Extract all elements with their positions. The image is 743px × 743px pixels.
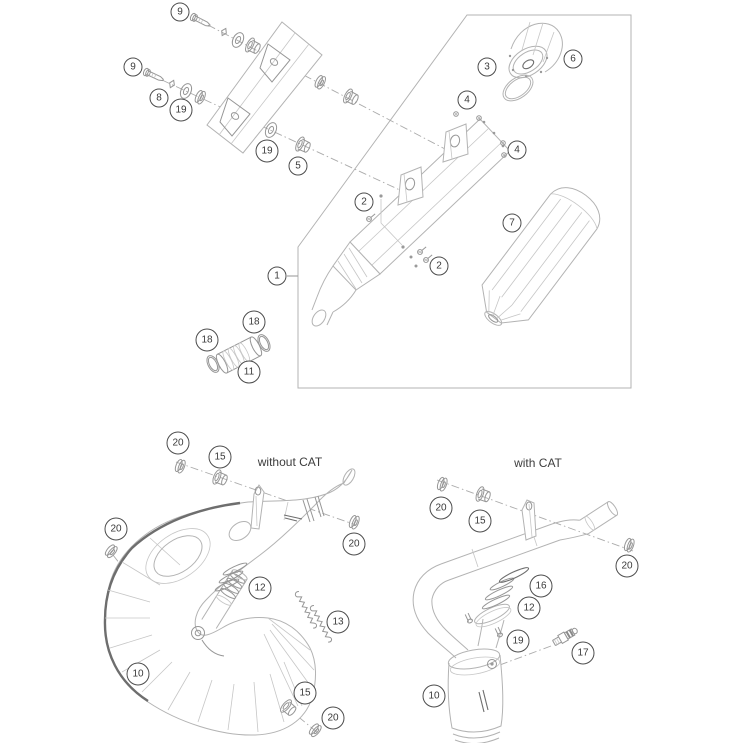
silencer-assembly-box (287, 14, 632, 389)
brand-logo-mark (283, 514, 303, 522)
washer-icon (103, 542, 120, 560)
bolt-icon (188, 12, 213, 30)
seal-rings-drawing (214, 562, 248, 592)
callout-8[interactable]: 8 (149, 88, 169, 108)
oxygen-sensor-drawing (552, 627, 578, 647)
label-with-cat: with CAT (514, 456, 562, 470)
o-ring-icon (203, 353, 223, 375)
callout-18[interactable]: 18 (195, 328, 219, 352)
washer-icon (173, 457, 188, 475)
label-without-cat: without CAT (257, 455, 323, 469)
gasket-ring-drawing (502, 74, 534, 102)
callout-10[interactable]: 10 (126, 662, 150, 686)
bolt-icon (141, 67, 166, 85)
chamber-bracket (250, 484, 265, 530)
callout-1[interactable]: 1 (267, 266, 287, 286)
connector-sleeve-drawing (203, 332, 274, 375)
callout-20[interactable]: 20 (166, 431, 190, 455)
callout-15[interactable]: 15 (468, 509, 492, 533)
callout-20[interactable]: 20 (615, 554, 639, 578)
callout-15[interactable]: 15 (208, 445, 232, 469)
callout-15[interactable]: 15 (293, 681, 317, 705)
washer-icon (307, 721, 324, 739)
callout-4[interactable]: 4 (507, 140, 527, 160)
callout-9[interactable]: 9 (123, 57, 143, 77)
callout-11[interactable]: 11 (237, 360, 261, 384)
flange-pipe-drawing (464, 603, 512, 649)
without-cat-assembly (103, 457, 362, 739)
callout-9[interactable]: 9 (170, 2, 190, 22)
callout-10[interactable]: 10 (422, 684, 446, 708)
callout-12[interactable]: 12 (248, 576, 272, 600)
silencer-body-drawing (311, 118, 511, 327)
callout-4[interactable]: 4 (457, 90, 477, 110)
canister-label-mark (478, 689, 489, 713)
callout-13[interactable]: 13 (326, 610, 350, 634)
washer-icon (622, 536, 637, 554)
callout-20[interactable]: 20 (321, 706, 345, 730)
with-cat-assembly (412, 475, 637, 743)
washer-icon (347, 513, 362, 531)
callout-20[interactable]: 20 (104, 517, 128, 541)
callout-19[interactable]: 19 (255, 139, 279, 163)
rubber-grommet-icon (473, 485, 493, 506)
outer-sleeve-drawing (481, 187, 601, 326)
rubber-grommet-icon (210, 468, 230, 489)
cap-screws-drawing (453, 111, 507, 158)
callout-12[interactable]: 12 (517, 596, 541, 620)
washer-icon (435, 475, 450, 493)
callout-20[interactable]: 20 (429, 496, 453, 520)
callout-6[interactable]: 6 (563, 49, 583, 69)
end-cap-drawing (508, 21, 563, 79)
callout-5[interactable]: 5 (288, 156, 308, 176)
callout-17[interactable]: 17 (571, 641, 595, 665)
catalyst-canister-drawing (447, 648, 504, 743)
mounting-panel-drawing (206, 21, 323, 154)
callout-19[interactable]: 19 (169, 98, 193, 122)
exhaust-spring-icon (293, 590, 318, 630)
callout-16[interactable]: 16 (529, 574, 553, 598)
mounting-axis-lines-top (161, 24, 446, 192)
screw-icon (416, 244, 429, 256)
spacer-bushing-icon (293, 135, 313, 156)
callout-20[interactable]: 20 (342, 532, 366, 556)
cat-bracket (521, 499, 537, 541)
cat-seal-rings-drawing (481, 567, 530, 610)
callout-2[interactable]: 2 (429, 256, 449, 276)
callout-2[interactable]: 2 (354, 192, 374, 212)
callout-18[interactable]: 18 (242, 310, 266, 334)
callout-19[interactable]: 19 (506, 629, 530, 653)
callout-3[interactable]: 3 (477, 57, 497, 77)
callout-7[interactable]: 7 (502, 213, 522, 233)
